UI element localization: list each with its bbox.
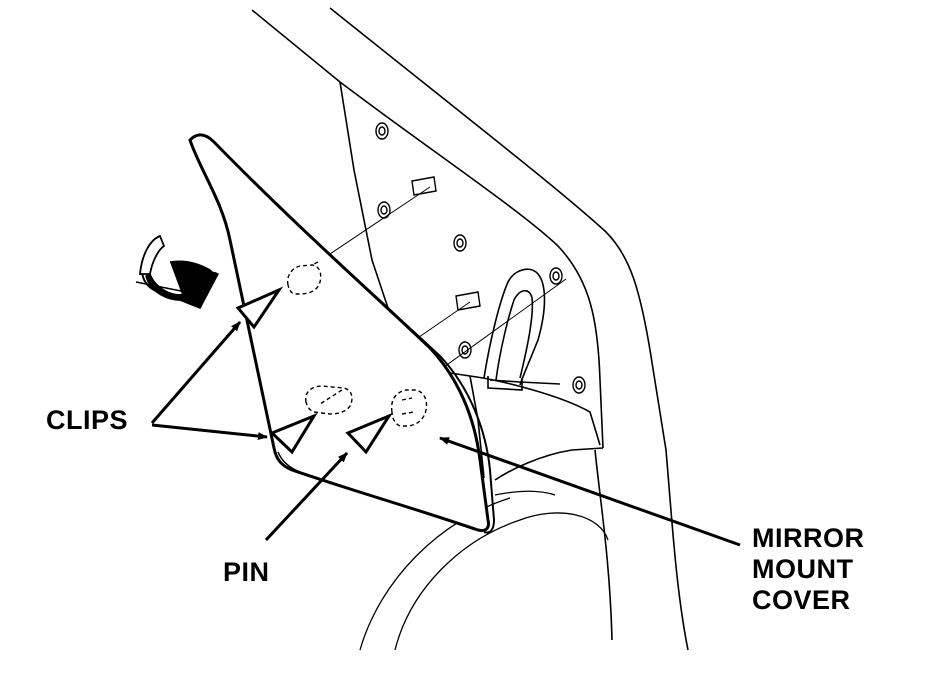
clip-holes bbox=[411, 176, 481, 311]
leader-pin bbox=[264, 451, 349, 542]
label-pin: PIN bbox=[223, 557, 270, 587]
hidden-pin bbox=[390, 389, 428, 427]
leader-clips-lower bbox=[151, 423, 268, 441]
clip-upper bbox=[235, 286, 284, 330]
pin bbox=[345, 412, 393, 455]
label-mirror-mount-cover-line-1: MIRROR bbox=[752, 523, 865, 553]
leader-clips-upper bbox=[150, 321, 242, 424]
mounting-holes bbox=[375, 122, 586, 394]
leader-lines bbox=[150, 321, 741, 547]
mirror-mount-cover-panel bbox=[188, 133, 496, 534]
clips bbox=[235, 286, 318, 455]
clip-lower bbox=[269, 412, 318, 455]
pin-triangle bbox=[345, 412, 393, 455]
hidden-clips bbox=[286, 261, 353, 415]
rotation-arrow-icon bbox=[135, 234, 220, 309]
label-mirror-mount-cover-line-2: MOUNT bbox=[752, 554, 854, 584]
label-mirror-mount-cover: MIRROR MOUNT COVER bbox=[752, 523, 865, 616]
label-mirror-mount-cover-line-3: COVER bbox=[752, 585, 851, 615]
mirror-mount-base bbox=[429, 268, 601, 479]
leader-mirror-mount-cover bbox=[439, 436, 741, 547]
label-clips: CLIPS bbox=[46, 405, 129, 435]
